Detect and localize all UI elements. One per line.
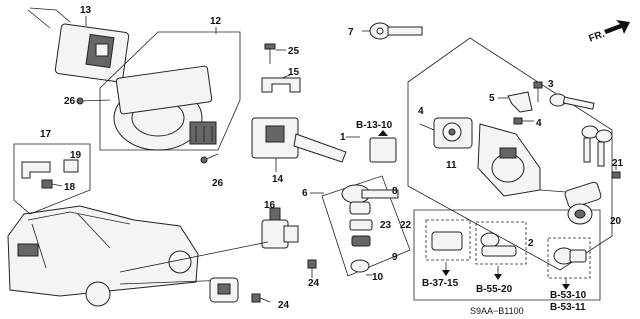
callout-24-lower: 24 — [278, 300, 290, 311]
ref-b-53-10[interactable]: B-53-10 — [550, 290, 587, 301]
door-switch-illustration — [261, 207, 299, 249]
callout-4-left: 4 — [418, 106, 424, 117]
callout-20: 20 — [610, 216, 622, 227]
bracket-set-illustration — [13, 143, 91, 215]
callout-11: 11 — [446, 160, 457, 171]
lock-set-frame — [407, 37, 613, 301]
ref-b-13-10[interactable]: B-13-10 — [356, 120, 393, 131]
callout-3: 3 — [548, 79, 554, 90]
callout-25: 25 — [288, 46, 300, 57]
callout-1: 1 — [340, 132, 346, 143]
callout-23: 23 — [380, 220, 392, 231]
steering-lock-illustration — [477, 123, 541, 197]
callout-labels: 13 12 25 15 26 7 3 5 4 4 1 11 17 19 18 2… — [40, 5, 624, 311]
screw-illustration-21 — [611, 164, 621, 179]
bracket-illustration — [261, 74, 301, 93]
cylinder-item-a — [425, 219, 471, 276]
callout-10: 10 — [372, 272, 384, 283]
callout-8: 8 — [392, 186, 398, 197]
door-cylinder-illustration — [539, 181, 602, 225]
callout-17: 17 — [40, 129, 52, 140]
reference-codes: B-13-10 B-37-15 B-55-20 B-53-10 B-53-11 — [356, 120, 587, 313]
bolt-illustration — [76, 97, 111, 105]
clamp-illustration — [498, 91, 533, 113]
callout-4-right: 4 — [536, 118, 542, 129]
callout-15: 15 — [288, 67, 300, 78]
callout-6: 6 — [302, 188, 308, 199]
callout-9: 9 — [392, 252, 398, 263]
callout-12: 12 — [210, 16, 222, 27]
callout-19: 19 — [70, 150, 82, 161]
key-illustration — [362, 22, 423, 40]
front-arrow-icon — [604, 20, 630, 34]
diagram-code: S9AA−B1100 — [470, 306, 524, 316]
callout-14: 14 — [272, 174, 284, 185]
ignition-switch-illustration — [419, 117, 473, 149]
callout-16: 16 — [264, 200, 276, 211]
hatch-switch-illustration — [209, 277, 271, 303]
callout-22: 22 — [400, 220, 412, 231]
callout-26: 26 — [64, 96, 76, 107]
callout-13: 13 — [80, 5, 92, 16]
callout-26-lower: 26 — [212, 178, 224, 189]
wiper-switch-illustration — [251, 117, 347, 172]
callout-5: 5 — [489, 93, 495, 104]
cylinder-item-b — [475, 221, 527, 280]
callout-7: 7 — [348, 27, 354, 38]
key-set-illustration — [549, 93, 613, 167]
callout-21: 21 — [612, 158, 624, 169]
screw-illustration — [264, 43, 286, 64]
vehicle-illustration — [7, 205, 269, 307]
key-fob-frame — [321, 175, 411, 277]
bolt-illustration-24a — [307, 259, 317, 278]
ref-b-37-15[interactable]: B-37-15 — [422, 278, 459, 289]
cable-reel-illustration — [99, 31, 241, 151]
front-marker-label: FR. — [587, 29, 606, 45]
callout-2: 2 — [528, 238, 534, 249]
ref-b-55-20[interactable]: B-55-20 — [476, 284, 513, 295]
combination-switch-illustration — [27, 7, 130, 83]
bolt-illustration-3 — [533, 81, 543, 102]
callout-24-upper: 24 — [308, 278, 320, 289]
ref-b-53-11[interactable]: B-53-11 — [550, 302, 586, 313]
cylinder-item-c — [547, 237, 591, 290]
callout-18: 18 — [64, 182, 76, 193]
bolt-illustration-lower — [200, 153, 219, 164]
relay-illustration — [369, 130, 397, 163]
bolt-illustration-4 — [513, 117, 534, 125]
